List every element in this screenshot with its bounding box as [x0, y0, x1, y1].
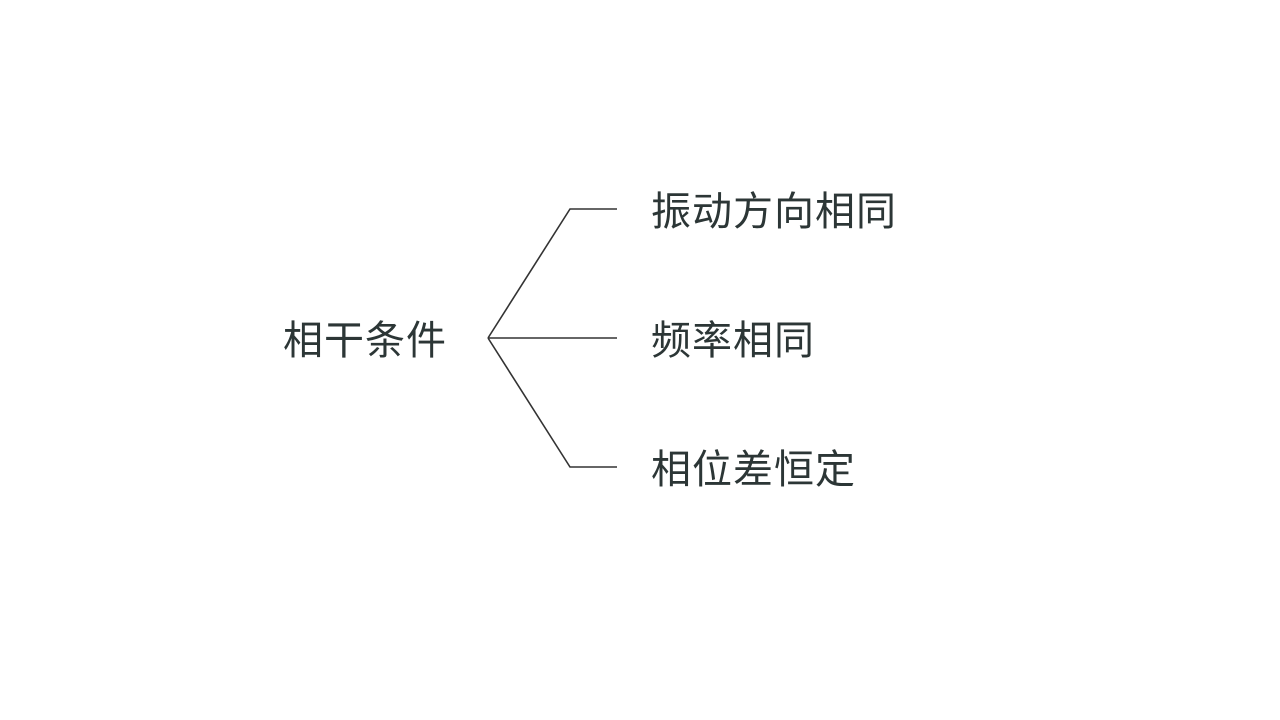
branch-same-vibration-direction: 振动方向相同 — [651, 189, 897, 235]
connector-top — [487, 208, 617, 339]
branch-constant-phase-difference: 相位差恒定 — [651, 447, 856, 493]
branch-same-frequency: 频率相同 — [651, 318, 815, 364]
connector-bottom — [487, 337, 617, 468]
root-node-coherence-conditions: 相干条件 — [283, 318, 447, 364]
